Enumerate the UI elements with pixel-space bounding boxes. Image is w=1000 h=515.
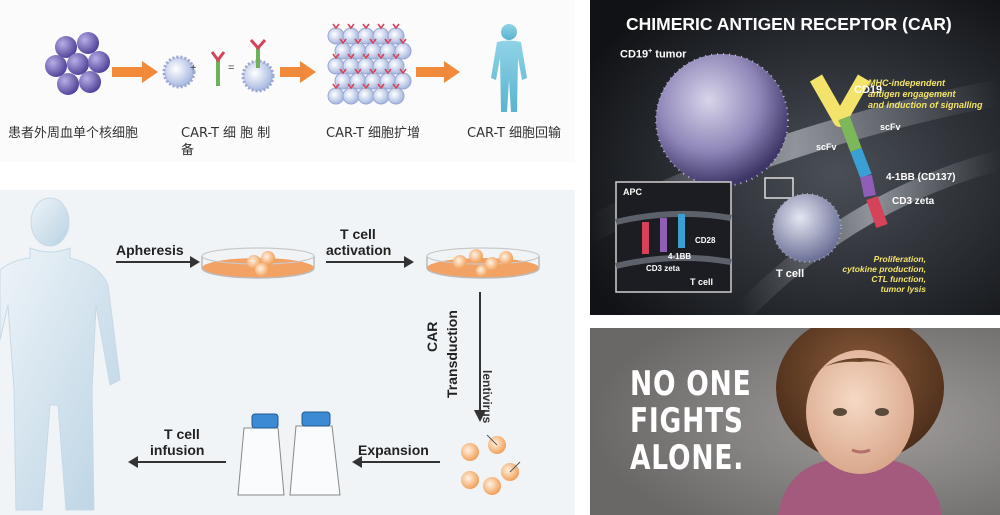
en-workflow-graphics [0,197,540,511]
scfv-right-label: scFv [880,122,901,132]
zoom-box [764,177,794,199]
cn-process-panel: + = 患者外周血单个核细胞 CAR-T 细 胞 制 备 CAR-T 细胞扩增 … [0,0,575,162]
lentivirus-label: lentivirus [480,370,494,424]
apheresis-arrow-icon [116,256,200,268]
scfv-left-label: scFv [816,142,837,152]
apc-label: APC [623,187,643,197]
tumor-cell-icon [655,53,789,187]
t-cell-label: T cell [776,268,805,280]
transduction-label: Transduction [444,310,460,398]
step-pbmc-label: 患者外周血单个核细胞 [8,126,139,141]
car-receptor-icon [210,51,226,86]
step-expansion-label: CAR-T 细胞扩增 [326,126,421,141]
t-cell-infusion-label-2: infusion [150,442,205,458]
activation-arrow-icon [326,256,414,268]
patient-body-icon [0,197,121,511]
fourbb-label: 4-1BB (CD137) [886,172,956,183]
step-preparation-label: CAR-T 细 胞 制 [181,126,271,141]
pbmc-cluster-icon [45,32,110,95]
car-label: CAR [424,321,440,352]
orange-arrow-icon [416,61,460,83]
cd3zeta-label: CD3 zeta [892,196,935,207]
car-panel-title: CHIMERIC ANTIGEN RECEPTOR (CAR) [626,14,952,34]
car-t-cell-icon [241,39,275,93]
cn-process-graphics [45,23,527,112]
expanded-car-t-cluster-icon [327,23,412,105]
inset-cd28-label: CD28 [695,236,716,245]
t-cell-spiky-icon [162,55,196,89]
plus-sign: + [190,62,197,74]
child-portrait-icon [776,328,944,515]
transduction-arrow-icon [474,292,486,422]
infusion-arrow-icon [128,456,226,468]
en-workflow-panel: Apheresis T cell activation CAR Transduc… [0,190,575,515]
car-illustration-panel: CHIMERIC ANTIGEN RECEPTOR (CAR) CD19+ tu… [590,0,1000,315]
slogan-text: NO ONE FIGHTS ALONE. [630,364,752,478]
step-infusion-label: CAR-T 细胞回输 [467,126,562,141]
tumor-label: CD19+ tumor [620,48,687,61]
culture-dish-2-icon [426,247,540,279]
patient-figure-icon [491,24,527,112]
car-illustration-graphics [590,0,1000,315]
campaign-photo [590,328,1000,515]
apc-inset-box [615,181,732,293]
equals-sign: = [228,62,235,74]
inset-tcell-label: T cell [690,277,714,287]
car-receptor-icon [809,74,888,229]
expansion-label: Expansion [358,442,429,458]
cd19-label: CD19 [854,84,883,96]
step-preparation-label-2: 备 [181,143,195,158]
orange-arrow-icon [280,61,316,83]
culture-dish-1-icon [201,247,315,279]
expansion-arrow-icon [352,456,440,468]
t-cell-infusion-label-1: T cell [164,426,200,442]
apheresis-label: Apheresis [116,242,184,258]
transduced-cells-icon [461,434,521,495]
t-cell-activation-label-1: T cell [340,226,376,242]
campaign-poster-panel: NO ONE FIGHTS ALONE. [590,328,1000,515]
outcome-description: Proliferation,cytokine production,CTL fu… [842,254,926,294]
culture-bags-icon [237,411,341,496]
inset-4bb-label: 4-1BB [668,252,692,261]
t-cell-activation-label-2: activation [326,242,392,258]
orange-arrow-icon [112,61,158,83]
inset-cd3-label: CD3 zeta [646,264,680,273]
t-cell-icon [772,193,842,263]
